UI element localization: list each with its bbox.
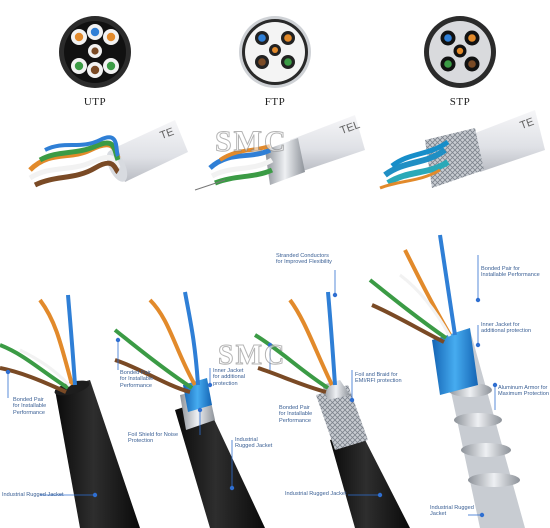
stp-cable-cutaway xyxy=(379,110,545,190)
callout-lines xyxy=(5,255,498,518)
callout-jacket: Industrial Rugged Jacket xyxy=(235,437,273,450)
callout-foil-braid: Foil and Braid for EMI/RFI protection xyxy=(355,372,402,385)
callout-jacket: Industrial Rugged Jacket xyxy=(2,492,64,498)
utp-label: UTP xyxy=(83,96,107,108)
ftp-label: FTP xyxy=(264,96,286,108)
callout-bonded-pair: Bonded Pair for Installable Performance xyxy=(481,266,540,279)
utp-cable-cutaway xyxy=(28,120,188,188)
utp-cross-section xyxy=(59,16,131,88)
stp-label: STP xyxy=(449,96,471,108)
callout-jacket: Industrial Rugged Jacket xyxy=(430,505,474,518)
callout-aluminum-armor: Aluminum Armor for Maximum Protection xyxy=(498,385,549,398)
callout-stranded-conductors: Stranded Conductors for Improved Flexibi… xyxy=(276,253,332,266)
callout-bonded-pair: Bonded Pair for Installable Performance xyxy=(13,397,47,416)
cable-3-industrial-stp xyxy=(253,291,410,528)
callout-jacket: Industrial Rugged Jacket xyxy=(285,491,347,497)
stp-cross-section xyxy=(424,16,496,88)
cable-2-industrial-ftp xyxy=(113,291,265,528)
callout-bonded-pair: Bonded Pair for Installable Performance xyxy=(120,370,154,389)
cable-4-armored xyxy=(368,234,525,528)
watermark: SMC xyxy=(215,125,288,159)
ftp-cable-cutaway xyxy=(194,115,365,191)
callout-inner-jacket: Inner Jacket for additional protection xyxy=(213,368,246,387)
callout-bonded-pair: Bonded Pair for Installable Performance xyxy=(279,405,313,424)
callout-foil-shield: Foil Shield for Noise Protection xyxy=(128,432,179,445)
callout-inner-jacket: Inner Jacket for additional protection xyxy=(481,322,532,335)
ftp-cross-section xyxy=(239,16,311,88)
cable-1-industrial-utp xyxy=(0,294,140,528)
watermark: SMC xyxy=(217,340,287,372)
